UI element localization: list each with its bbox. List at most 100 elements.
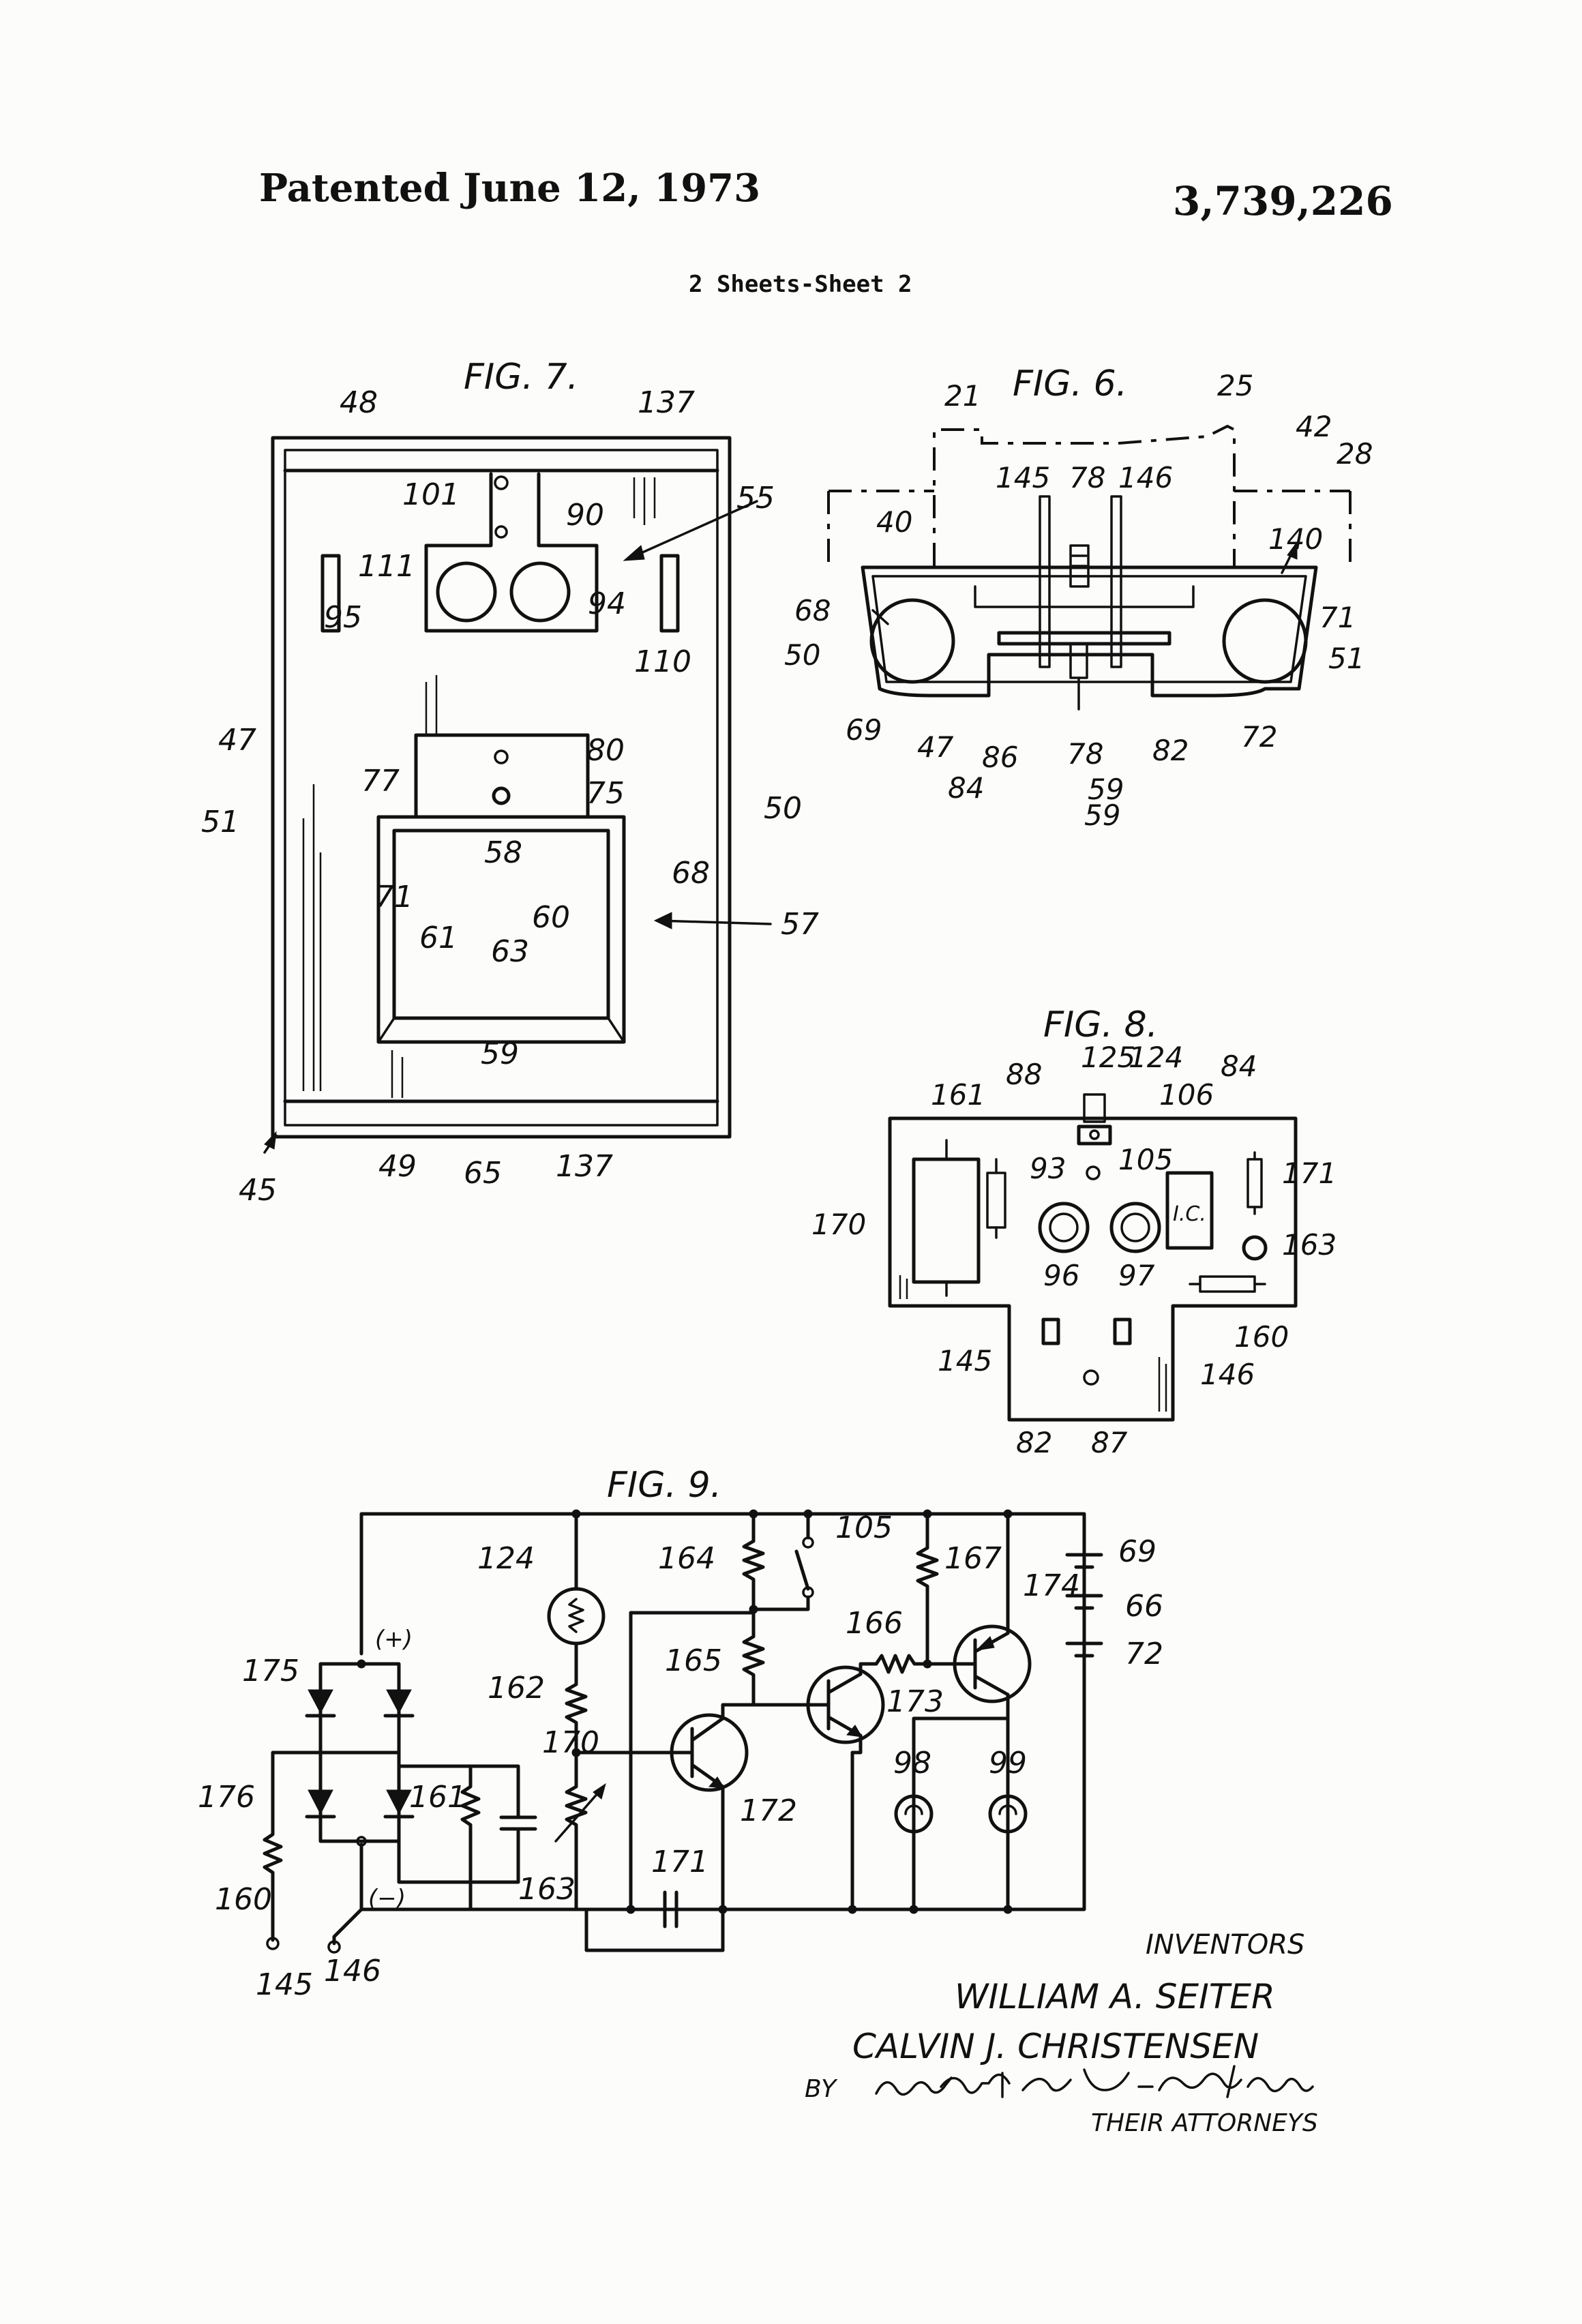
svg-text:105: 105 — [1118, 1143, 1173, 1176]
fig9-lamp-124 — [549, 1589, 603, 1643]
svg-text:93: 93 — [1030, 1152, 1066, 1185]
fig7: FIG. 7. — [201, 357, 819, 1208]
fig8-component-170 — [914, 1159, 979, 1282]
svg-text:171: 171 — [1282, 1157, 1337, 1190]
svg-text:165: 165 — [665, 1643, 722, 1678]
svg-text:111: 111 — [358, 549, 415, 584]
svg-text:60: 60 — [532, 900, 570, 935]
fig8-hole-87 — [1084, 1371, 1098, 1384]
svg-text:71: 71 — [1319, 601, 1356, 634]
fig8-terminal-146 — [1115, 1320, 1130, 1343]
fig9-resistor-165 — [744, 1609, 763, 1705]
fig6: FIG. 6. 21 25 42 28 145 78 — [784, 363, 1373, 832]
svg-text:171: 171 — [651, 1845, 708, 1879]
fig8: FIG. 8. I.C. — [811, 1004, 1337, 1459]
svg-text:160: 160 — [1234, 1320, 1289, 1354]
svg-text:80: 80 — [586, 733, 625, 768]
fig8-terminal-145 — [1043, 1320, 1058, 1343]
svg-text:69: 69 — [846, 713, 882, 747]
fig9-resistor-160 — [265, 1753, 320, 1940]
svg-text:47: 47 — [917, 730, 954, 764]
fig6-lamp-69 — [871, 600, 953, 682]
fig9-resistor-164 — [744, 1514, 763, 1609]
fig6-circuit-board — [999, 633, 1169, 644]
inventors-heading: INVENTORS — [1146, 1929, 1304, 1961]
svg-text:68: 68 — [794, 594, 831, 627]
svg-text:101: 101 — [402, 477, 460, 512]
svg-text:51: 51 — [201, 805, 239, 839]
svg-text:170: 170 — [811, 1208, 866, 1241]
svg-text:50: 50 — [764, 791, 802, 826]
inventor-1: WILLIAM A. SEITER — [955, 1977, 1275, 2016]
svg-text:42: 42 — [1296, 410, 1332, 443]
svg-text:78: 78 — [1067, 737, 1103, 771]
svg-text:173: 173 — [886, 1684, 944, 1719]
svg-text:49: 49 — [378, 1149, 417, 1184]
svg-text:161: 161 — [409, 1780, 466, 1815]
svg-text:145: 145 — [996, 461, 1050, 494]
fig8-resistor-160 — [1200, 1277, 1255, 1292]
svg-text:163: 163 — [518, 1872, 576, 1907]
svg-text:63: 63 — [491, 934, 529, 969]
svg-text:66: 66 — [1125, 1589, 1163, 1624]
svg-text:71: 71 — [375, 880, 413, 914]
fig8-switch-105 — [1079, 1127, 1110, 1144]
svg-text:59: 59 — [1084, 799, 1120, 832]
svg-text:75: 75 — [586, 776, 625, 811]
svg-text:82: 82 — [1016, 1426, 1052, 1459]
fig8-hole-93 — [1087, 1167, 1099, 1179]
svg-text:58: 58 — [484, 835, 522, 870]
fig8-lamp-96 — [1040, 1204, 1088, 1251]
svg-text:78: 78 — [1069, 461, 1105, 494]
svg-text:164: 164 — [658, 1541, 715, 1576]
fig6-title: FIG. 6. — [1013, 363, 1127, 404]
inventor-2: CALVIN J. CHRISTENSEN — [852, 2027, 1259, 2066]
svg-text:163: 163 — [1282, 1228, 1337, 1262]
fig9-polarity-minus: (−) — [368, 1885, 406, 1912]
inventor-block: INVENTORS WILLIAM A. SEITER CALVIN J. CH… — [805, 1929, 1318, 2137]
fig8-ic-label: I.C. — [1173, 1202, 1206, 1226]
fig9-title: FIG. 9. — [607, 1465, 721, 1506]
svg-text:94: 94 — [588, 586, 626, 621]
svg-text:96: 96 — [1043, 1259, 1079, 1292]
fig6-cavity — [975, 586, 1193, 607]
svg-text:95: 95 — [324, 600, 362, 635]
svg-text:174: 174 — [1023, 1568, 1080, 1603]
svg-text:105: 105 — [835, 1510, 893, 1545]
svg-text:125: 125 — [1081, 1041, 1135, 1074]
fig7-title: FIG. 7. — [464, 357, 578, 398]
svg-text:45: 45 — [239, 1173, 277, 1208]
svg-text:77: 77 — [361, 764, 400, 799]
svg-text:97: 97 — [1118, 1259, 1155, 1292]
fig8-resistor-161 — [987, 1173, 1005, 1227]
fig8-thermistor-163 — [1244, 1237, 1266, 1259]
fig7-contact-110 — [661, 556, 678, 631]
svg-text:98: 98 — [893, 1746, 931, 1781]
svg-text:140: 140 — [1268, 522, 1323, 556]
fig9: FIG. 9. — [198, 1465, 1163, 2002]
svg-text:69: 69 — [1118, 1534, 1156, 1569]
svg-text:146: 146 — [1200, 1358, 1255, 1391]
svg-text:160: 160 — [215, 1882, 272, 1917]
svg-text:59: 59 — [481, 1037, 519, 1071]
svg-text:72: 72 — [1241, 720, 1277, 754]
fig9-polarity-plus: (+) — [375, 1626, 413, 1653]
svg-text:72: 72 — [1125, 1637, 1163, 1671]
svg-text:124: 124 — [1129, 1041, 1183, 1074]
svg-text:84: 84 — [1221, 1049, 1257, 1083]
svg-text:161: 161 — [931, 1078, 985, 1112]
fig6-lamp-72 — [1224, 600, 1306, 682]
fig7-screw-101 — [495, 477, 507, 489]
svg-text:68: 68 — [672, 856, 710, 891]
fig6-labels: 21 25 42 28 145 78 146 40 140 71 68 50 5… — [784, 369, 1373, 832]
svg-text:86: 86 — [982, 741, 1018, 774]
svg-text:162: 162 — [488, 1671, 545, 1705]
svg-text:88: 88 — [1006, 1058, 1042, 1091]
svg-text:166: 166 — [846, 1606, 903, 1641]
svg-text:21: 21 — [944, 379, 981, 413]
svg-text:137: 137 — [638, 385, 695, 420]
svg-text:167: 167 — [944, 1541, 1002, 1576]
patent-number: 3,739,226 — [1173, 178, 1393, 224]
fig8-title: FIG. 8. — [1043, 1004, 1158, 1045]
